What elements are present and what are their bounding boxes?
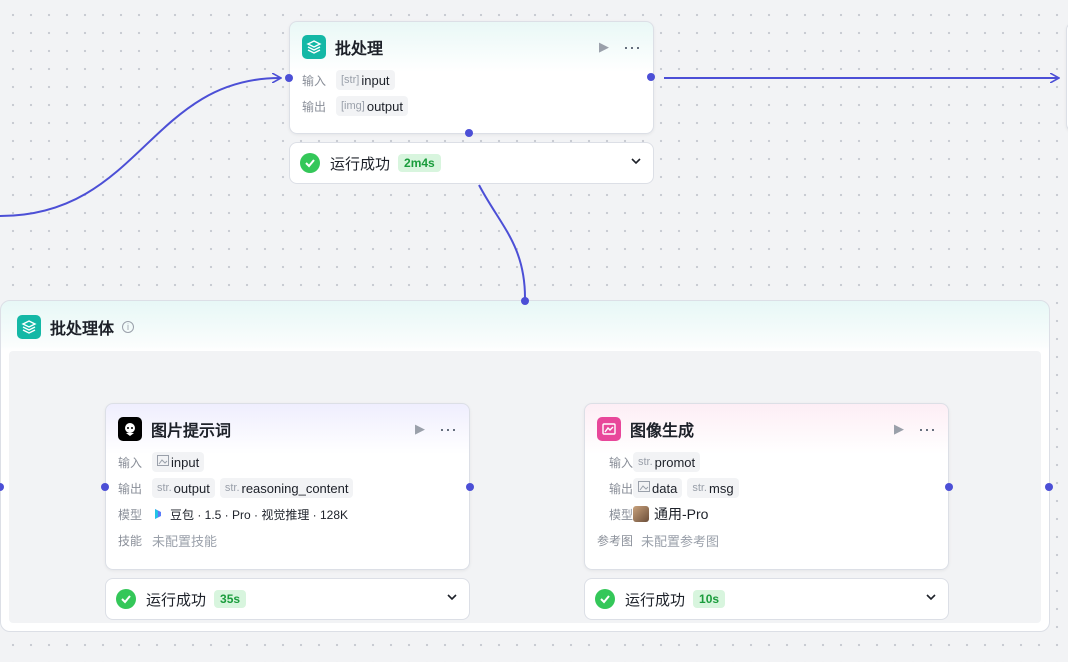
group-title: 批处理体 — [50, 321, 115, 338]
group-right-port[interactable] — [1045, 483, 1053, 491]
output-param: [img]output — [336, 96, 408, 116]
output-label: 输出 — [609, 481, 634, 496]
prompt-input-port[interactable] — [101, 483, 109, 491]
skill-value: 未配置技能 — [152, 533, 218, 549]
node-title: 图片提示词 — [151, 423, 232, 440]
ref-row: 参考图 未配置参考图 — [597, 527, 936, 553]
output-row: 输出 [img]output — [302, 93, 641, 119]
input-label: 输入 — [302, 73, 327, 88]
chevron-down-icon[interactable] — [445, 590, 459, 609]
output-param: data — [633, 478, 683, 498]
model-value: 豆包 · 1.5 · Pro · 视觉推理 · 128K — [170, 507, 349, 522]
input-row: 输入 str.promot — [597, 449, 936, 475]
layers-icon — [17, 315, 41, 339]
input-param: [str]input — [336, 70, 395, 90]
batch-output-port[interactable] — [647, 73, 655, 81]
success-check-icon — [300, 153, 320, 173]
image-generation-node[interactable]: 图像生成 ▶ ··· 输入 str.promot 输出 data str.msg… — [584, 403, 949, 570]
skill-row: 技能 未配置技能 — [118, 527, 457, 553]
ref-label: 参考图 — [597, 533, 634, 548]
run-icon[interactable]: ▶ — [599, 39, 610, 54]
info-icon[interactable]: i — [122, 321, 135, 333]
batch-node[interactable]: 批处理 ▶ ··· 输入 [str]input 输出 [img]output — [289, 21, 654, 134]
doubao-logo-icon — [152, 508, 164, 520]
prompt-output-port[interactable] — [466, 483, 474, 491]
output-row: 输出 data str.msg — [597, 475, 936, 501]
more-icon[interactable]: ··· — [439, 419, 457, 439]
image-type-icon — [157, 455, 169, 469]
status-text: 运行成功 — [330, 155, 391, 173]
wire-into-batch — [0, 78, 280, 217]
image-status-bar[interactable]: 运行成功 10s — [584, 578, 949, 620]
model-label: 模型 — [118, 507, 143, 522]
duration-badge: 35s — [214, 590, 247, 608]
batch-input-port[interactable] — [285, 74, 293, 82]
more-icon[interactable]: ··· — [623, 37, 641, 57]
prompt-status-bar[interactable]: 运行成功 35s — [105, 578, 470, 620]
chevron-down-icon[interactable] — [924, 590, 938, 609]
success-check-icon — [116, 589, 136, 609]
input-label: 输入 — [609, 455, 634, 470]
layers-icon — [302, 35, 326, 59]
input-row: 输入 [str]input — [302, 67, 641, 93]
output-label: 输出 — [302, 99, 327, 114]
model-row: 模型 通用-Pro — [597, 501, 936, 527]
ai-model-icon — [118, 417, 142, 441]
output-param: str.output — [152, 478, 215, 498]
node-title: 批处理 — [335, 41, 384, 58]
image-generate-icon — [597, 417, 621, 441]
run-icon[interactable]: ▶ — [415, 421, 426, 436]
image-output-port[interactable] — [945, 483, 953, 491]
ref-value: 未配置参考图 — [641, 533, 720, 549]
model-row: 模型 豆包 · 1.5 · Pro · 视觉推理 · 128K — [118, 501, 457, 527]
input-label: 输入 — [118, 455, 143, 470]
output-param: str.reasoning_content — [219, 478, 354, 498]
model-value: 通用-Pro — [654, 506, 709, 522]
input-param: input — [152, 452, 205, 472]
group-left-port[interactable] — [0, 483, 4, 491]
chevron-down-icon[interactable] — [629, 154, 643, 173]
skill-label: 技能 — [118, 533, 143, 548]
output-param: str.msg — [687, 478, 739, 498]
more-icon[interactable]: ··· — [918, 419, 936, 439]
group-top-port[interactable] — [521, 297, 529, 305]
batch-body-port[interactable] — [465, 129, 473, 137]
model-avatar-icon — [633, 506, 649, 522]
duration-badge: 10s — [693, 590, 726, 608]
status-text: 运行成功 — [146, 591, 207, 609]
image-type-icon — [638, 481, 650, 495]
success-check-icon — [595, 589, 615, 609]
model-label: 模型 — [609, 507, 634, 522]
wire-batch-body — [478, 184, 526, 299]
duration-badge: 2m4s — [398, 154, 441, 172]
image-prompt-node[interactable]: 图片提示词 ▶ ··· 输入 input 输出 str.output str.r… — [105, 403, 470, 570]
output-row: 输出 str.output str.reasoning_content — [118, 475, 457, 501]
batch-status-bar[interactable]: 运行成功 2m4s — [289, 142, 654, 184]
run-icon[interactable]: ▶ — [894, 421, 905, 436]
status-text: 运行成功 — [625, 591, 686, 609]
output-label: 输出 — [118, 481, 143, 496]
input-param: str.promot — [633, 452, 701, 472]
node-title: 图像生成 — [630, 423, 695, 440]
input-row: 输入 input — [118, 449, 457, 475]
